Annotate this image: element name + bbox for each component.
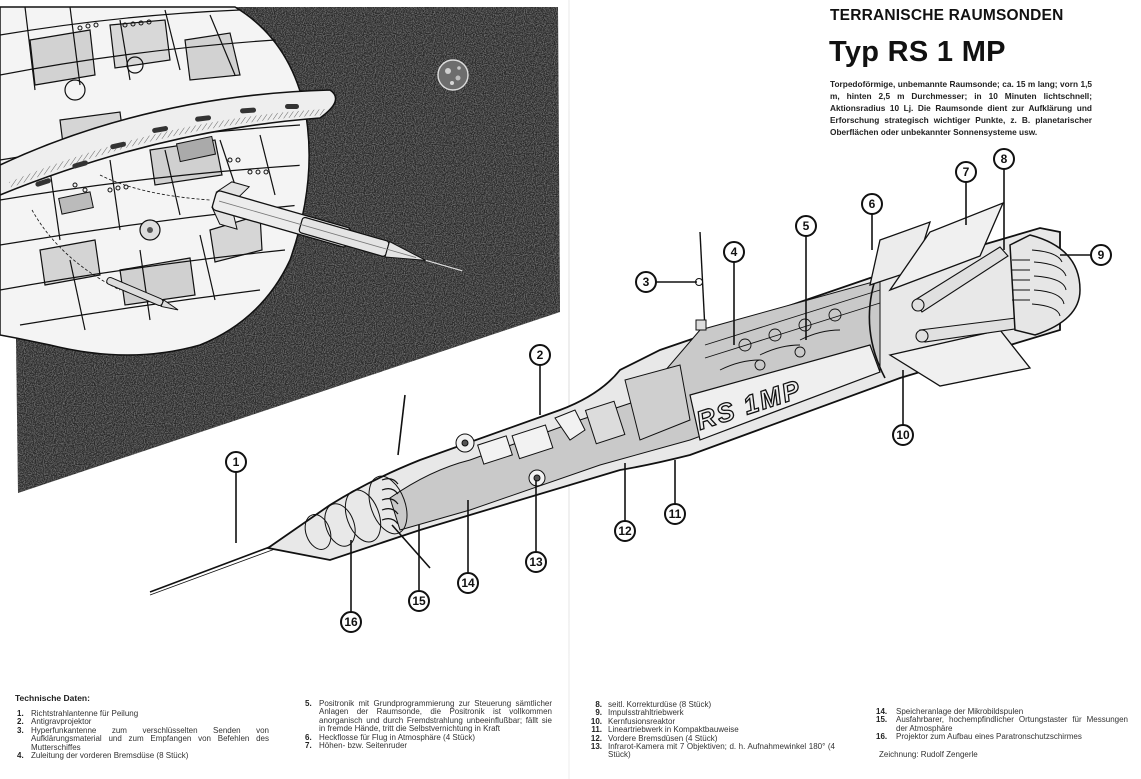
series-kicker: TERRANISCHE RAUMSONDEN [830,7,1064,24]
spec-item: 8.seitl. Korrekturdüse (8 Stück) [595,700,712,709]
spec-item: 2.Antigravprojektor [17,717,92,727]
svg-text:4: 4 [731,245,738,259]
page-title: Typ RS 1 MP [829,36,1006,68]
callout-5: 5 [795,215,817,237]
callouts: 1 2 3 4 5 6 7 8 9 10 11 12 13 14 15 16 [225,148,1112,633]
callout-1: 1 [225,451,247,473]
svg-text:5: 5 [803,219,810,233]
specs-column-1: 1.Richtstrahlantenne für Peilung 2.Antig… [17,709,269,761]
callout-14: 14 [457,572,479,594]
svg-text:3: 3 [643,275,650,289]
spec-item: 15.Ausfahrbarer, hochempfindlicher Ortun… [876,715,1128,733]
svg-text:8: 8 [1001,152,1008,166]
illustration-credit: Zeichnung: Rudolf Zengerle [879,750,978,759]
callout-6: 6 [861,193,883,215]
svg-text:6: 6 [869,197,876,211]
callout-15: 15 [408,590,430,612]
callout-10: 10 [892,424,914,446]
spec-item: 16.Projektor zum Aufbau eines Paratronsc… [876,732,1082,742]
svg-text:15: 15 [412,594,426,608]
specs-heading: Technische Daten: [15,693,90,703]
callout-12: 12 [614,520,636,542]
spec-item: 7.Höhen- bzw. Seitenruder [305,741,408,751]
specs-column-2: 5.Positronik mit Grundprogrammierung zur… [305,699,552,751]
spec-item: 4.Zuleitung der vorderen Bremsdüse (8 St… [17,751,189,761]
spec-item: 11.Lineartriebwerk in Kompaktbauweise [591,725,739,735]
svg-text:12: 12 [618,524,632,538]
specs-column-4: 14.Speicheranlage der Mikrobildspulen 15… [876,707,1128,742]
rudder-bottom [888,329,1032,387]
spec-item: 9.Impulsstrahltriebwerk [595,708,684,718]
svg-text:14: 14 [461,576,475,590]
svg-text:7: 7 [963,165,970,179]
illustration: RS 1MP [0,6,1112,633]
rudder-top [888,201,1005,292]
spec-item: 6.Heckflosse für Flug in Atmosphäre (4 S… [305,732,476,742]
page-fold [568,0,570,779]
spec-item: 14.Speicheranlage der Mikrobildspulen [876,707,1024,716]
callout-4: 4 [723,241,745,263]
callout-8: 8 [993,148,1015,170]
svg-text:2: 2 [537,348,544,362]
small-probe [106,276,179,311]
svg-text:9: 9 [1098,248,1105,262]
spec-item: 12.Vordere Bremsdüsen (4 Stück) [590,733,718,743]
svg-text:11: 11 [669,507,682,521]
spec-item: 1.Richtstrahlantenne für Peilung [17,709,139,718]
mothership [0,6,337,356]
spec-item: 13.Infrarot-Kamera mit 7 Objektiven; d. … [590,742,835,760]
callout-16: 16 [340,611,362,633]
spec-item: 10.Kernfusionsreaktor [590,716,676,726]
launching-probe [211,181,463,272]
callout-2: 2 [529,344,551,366]
callout-13: 13 [525,551,547,573]
probe-cutaway: RS 1MP [149,201,1081,596]
svg-text:13: 13 [529,555,543,569]
spec-item: 5.Positronik mit Grundprogrammierung zur… [305,699,552,734]
spec-item: 3.Hyperfunkantenne zum verschlüsselten S… [17,725,269,752]
moon-icon [437,59,469,91]
callout-7: 7 [955,161,977,183]
callout-9: 9 [1090,244,1112,266]
svg-text:16: 16 [344,615,358,629]
callout-3: 3 [635,271,657,293]
specs-column-3: 8.seitl. Korrekturdüse (8 Stück) 9.Impul… [585,700,835,760]
intro-paragraph: Torpedoförmige, unbemannte Raumsonde; ca… [830,79,1092,137]
svg-text:10: 10 [896,428,910,442]
svg-text:1: 1 [233,455,240,469]
callout-leaders [235,168,1092,613]
callout-11: 11 [664,503,686,525]
